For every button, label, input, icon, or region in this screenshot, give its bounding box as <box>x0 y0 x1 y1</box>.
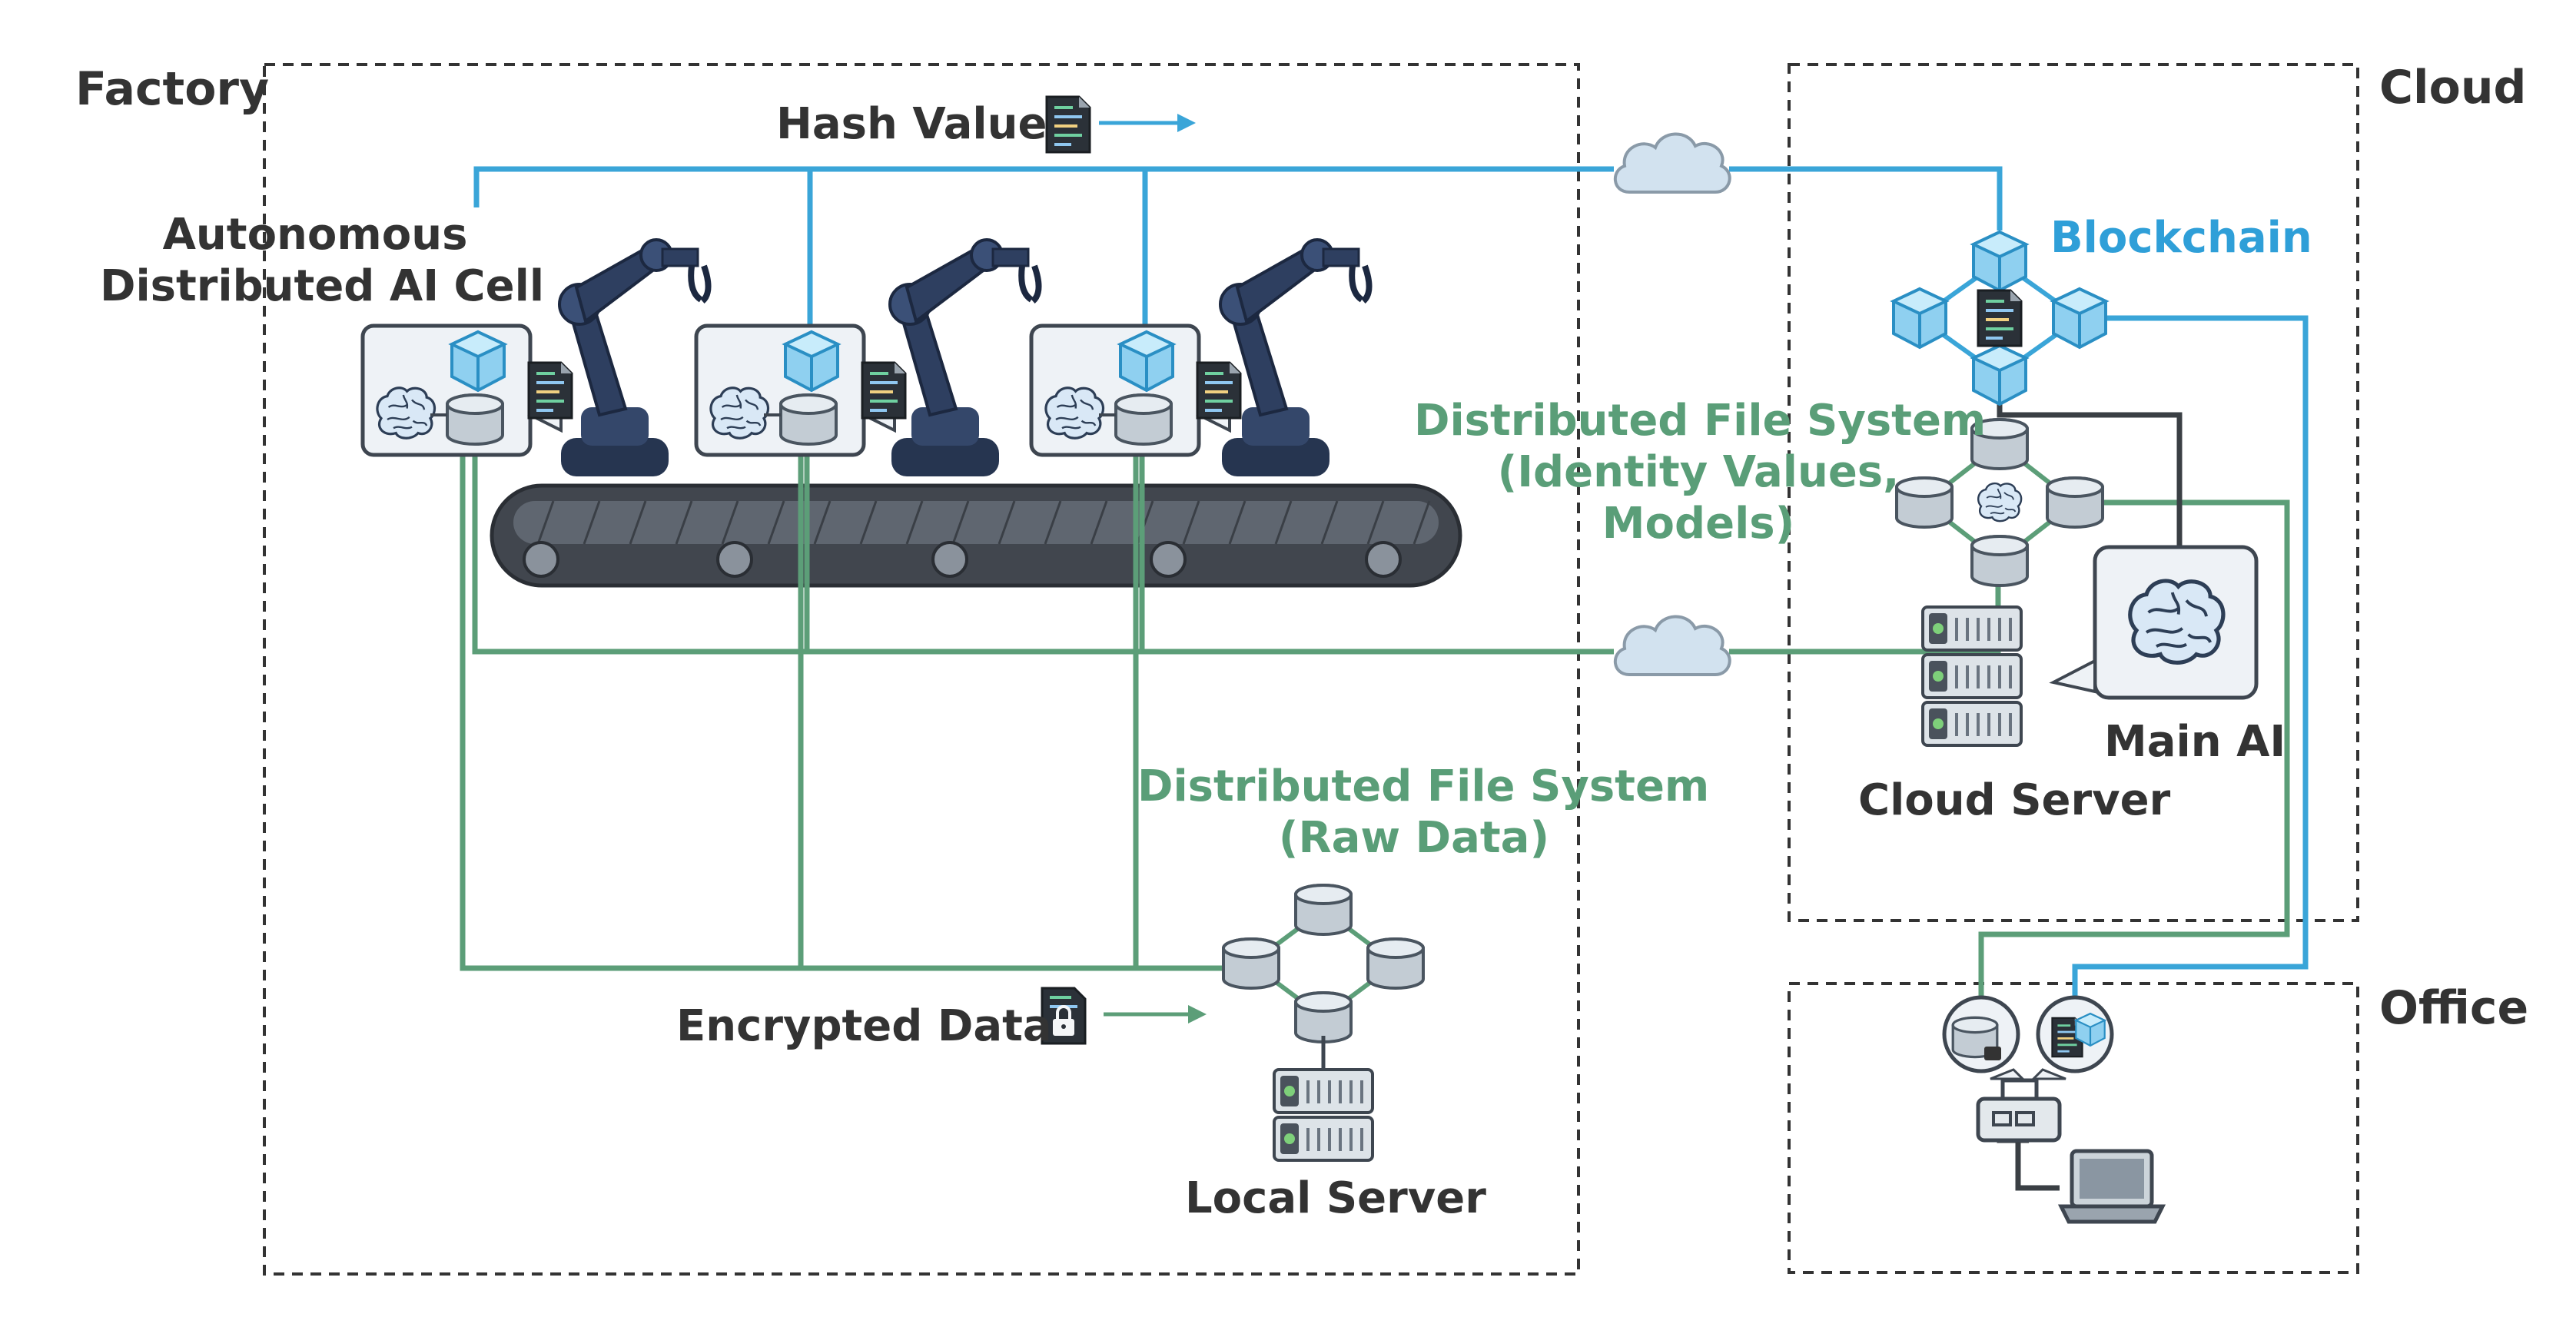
dfs-identity-label: Distributed File System (Identity Values… <box>1414 395 1987 550</box>
office-zone-label: Office <box>2379 981 2529 1035</box>
blockchain-label: Blockchain <box>2050 213 2312 263</box>
blockchain-network <box>1892 231 2107 406</box>
cloud-icon <box>1613 615 1731 676</box>
dfs-raw-line1: Distributed File System <box>1137 761 1710 811</box>
dfs-raw-label: Distributed File System (Raw Data) <box>1137 761 1710 864</box>
router-icon <box>1976 1096 2062 1143</box>
blockchain-document-icon <box>1977 289 2023 347</box>
hash-document-icon <box>1045 95 1091 154</box>
dfs-identity-line1: Distributed File System <box>1414 396 1987 446</box>
hash-arrow-head <box>1177 114 1196 132</box>
cloud-zone-label: Cloud <box>2379 61 2527 114</box>
dfs-identity-line2: (Identity Values, <box>1497 447 1900 498</box>
encrypted-data-label: Encrypted Data <box>676 1001 1052 1051</box>
dfs-raw-line2: (Raw Data) <box>1278 813 1550 864</box>
dfs-identity-line3: Models) <box>1602 499 1795 549</box>
ai-cell-label-line1: Autonomous <box>162 210 468 260</box>
hash-value-label: Hash Value <box>776 99 1047 149</box>
green-data-lines <box>460 453 2290 1023</box>
factory-zone-label: Factory <box>75 62 270 116</box>
cloud-icon <box>1613 132 1731 194</box>
code-document-icon <box>527 361 573 420</box>
cloud-server-icon <box>1921 605 2023 747</box>
ai-cell-panel <box>360 323 573 457</box>
robot-arm-icon <box>890 240 1039 476</box>
robot-arm-icon <box>1220 240 1369 476</box>
ai-cell-panel <box>694 323 907 457</box>
ai-cell-label-line2: Distributed AI Cell <box>100 261 545 312</box>
dfs-identity-network <box>1895 418 2104 587</box>
brain-icon <box>1977 482 2023 523</box>
local-server-label: Local Server <box>1185 1173 1486 1223</box>
lock-icon <box>1984 1047 2001 1060</box>
dfs-raw-network <box>1222 884 1425 1070</box>
cloud-zone-border <box>1788 63 2359 922</box>
robot-arm-icon <box>559 240 709 476</box>
main-ai-label: Main AI <box>2104 717 2286 767</box>
ai-cell-panel <box>1029 323 1242 457</box>
factory-zone-border <box>263 63 1580 1276</box>
ai-cell-label: Autonomous Distributed AI Cell <box>100 209 545 312</box>
brain-icon <box>2130 581 2223 662</box>
cloud-server-label: Cloud Server <box>1858 775 2171 825</box>
blue-hash-lines <box>473 166 2309 999</box>
local-server-icon <box>1273 1068 1374 1162</box>
conveyor-belt <box>490 483 1462 588</box>
main-ai-panel <box>2049 545 2259 700</box>
office-devices <box>1942 995 2166 1224</box>
